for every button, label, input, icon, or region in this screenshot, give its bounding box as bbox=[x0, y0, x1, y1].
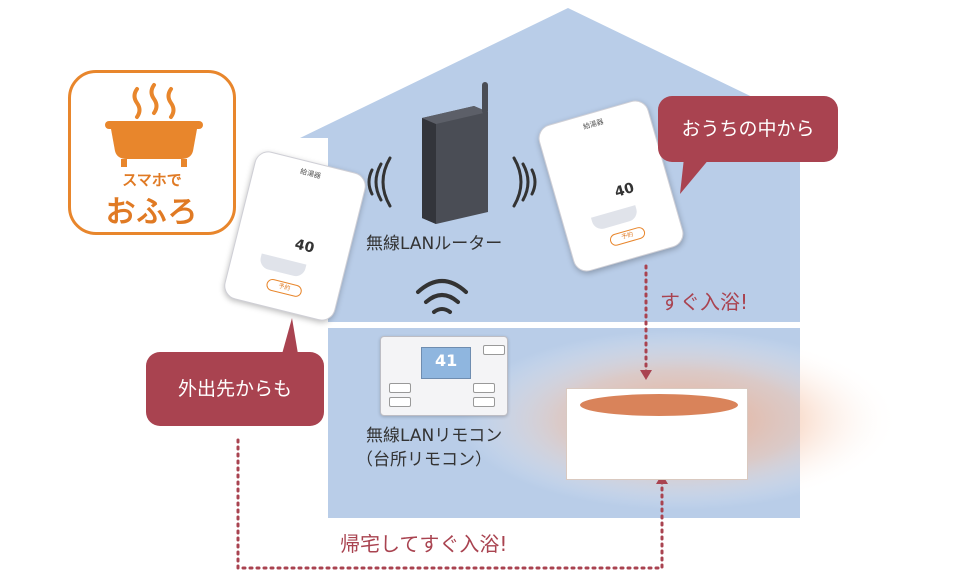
app-icon-line1: スマホで bbox=[122, 171, 182, 189]
phone-tub-icon bbox=[590, 205, 640, 232]
callout-inside-tail bbox=[680, 158, 710, 194]
remote-label-line2: （台所リモコン） bbox=[356, 450, 492, 470]
callout-outside-tail bbox=[282, 318, 298, 354]
app-icon: スマホで おふろ bbox=[68, 70, 236, 235]
phone-reserve-button: 予約 bbox=[608, 225, 647, 248]
phone-tub-icon bbox=[258, 253, 307, 279]
remote-screen bbox=[421, 347, 471, 379]
phone-temp: 40 bbox=[293, 236, 316, 257]
remote-button bbox=[473, 397, 495, 407]
signal-waves-left-icon bbox=[367, 156, 392, 208]
arrow-outside bbox=[236, 438, 664, 570]
app-icon-line2: おふろ bbox=[105, 195, 199, 230]
bath-water bbox=[578, 392, 740, 418]
callout-inside: おうちの中から bbox=[658, 96, 838, 162]
arrow-inside-head bbox=[640, 370, 652, 380]
arrow-inside-label: すぐ入浴! bbox=[660, 290, 749, 314]
remote-button bbox=[483, 345, 505, 355]
remote-display-value: 41 bbox=[435, 351, 458, 370]
phone-reserve-button: 予約 bbox=[265, 277, 304, 299]
bathtub-steam-icon bbox=[105, 83, 203, 167]
wifi-signal-icon bbox=[416, 279, 468, 314]
wifi-router-icon bbox=[422, 82, 488, 224]
router-label: 無線LANルーター bbox=[366, 234, 503, 254]
remote-button bbox=[389, 383, 411, 393]
remote-button bbox=[473, 383, 495, 393]
wireless-remote: 41 bbox=[380, 336, 508, 416]
remote-button bbox=[389, 397, 411, 407]
signal-waves-right-icon bbox=[512, 156, 537, 208]
remote-label-line1: 無線LANリモコン bbox=[366, 426, 503, 446]
callout-outside: 外出先からも bbox=[146, 352, 324, 426]
arrow-outside-label: 帰宅してすぐ入浴! bbox=[340, 532, 508, 556]
phone-temp: 40 bbox=[612, 180, 637, 201]
